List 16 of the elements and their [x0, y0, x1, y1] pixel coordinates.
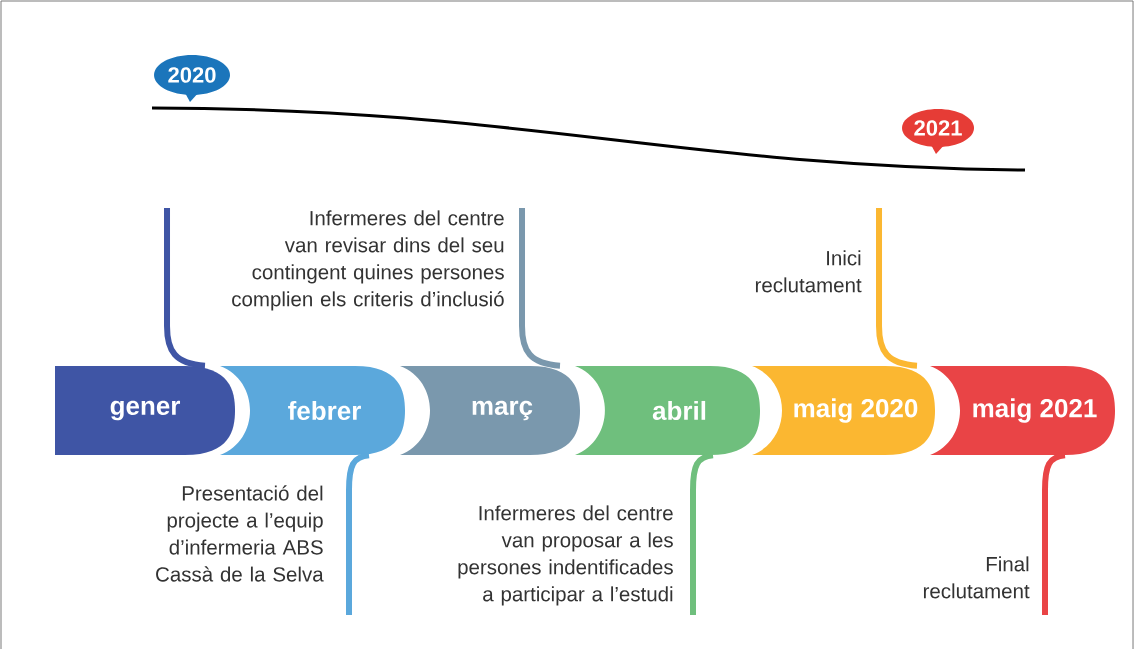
event-text: Infermeres del centre van revisar dins del seu contingent quines persones complien els criteris d’inclusió	[232, 210, 504, 311]
month-tab: febrer	[220, 366, 405, 455]
year-bubble: 2021	[902, 109, 974, 154]
month-tab: maig 2021	[930, 366, 1115, 455]
event-text: Final reclutament	[923, 556, 1030, 599]
month-tab: març	[400, 366, 580, 455]
event-text: Infermeres del centre van proposar a les persones indentificades a participar a l’estudi	[458, 505, 673, 606]
stem-line	[519, 208, 561, 369]
month-tab: gener	[55, 366, 235, 455]
event-text: Presentació del projecte a l’equip d’infermeria ABS Cassà de la Selva	[156, 485, 324, 582]
year-bubble: 2020	[154, 55, 230, 102]
month-tab: abril	[575, 366, 760, 455]
stem-line	[1042, 452, 1066, 615]
stem-line	[346, 452, 370, 615]
month-tab: maig 2020	[752, 366, 935, 455]
event-text: Inici reclutament	[755, 250, 862, 293]
